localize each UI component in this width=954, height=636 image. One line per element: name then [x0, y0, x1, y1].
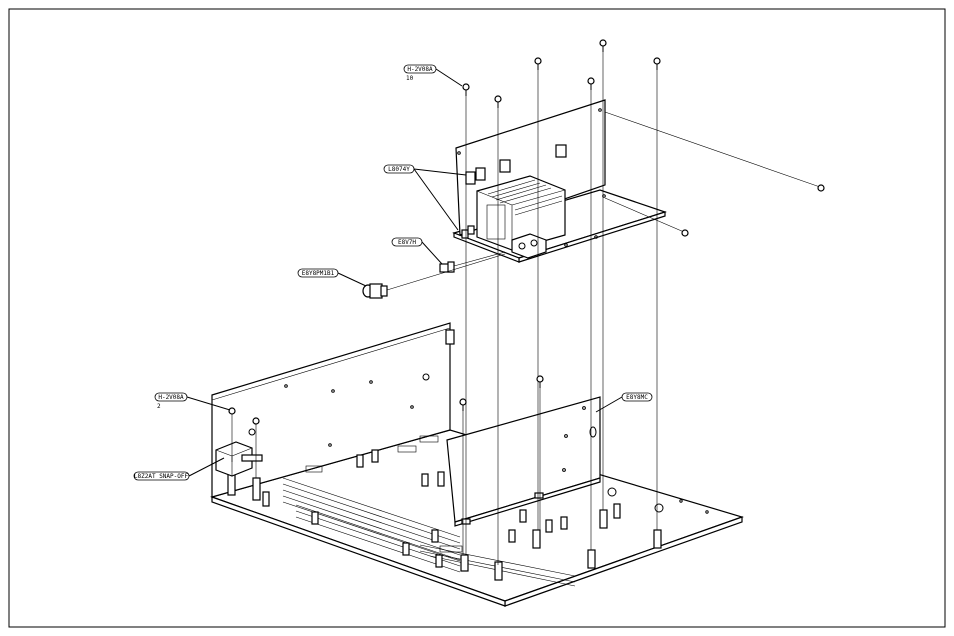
- drawing-frame: [8, 8, 946, 628]
- callout-screw-left: H-2V08A 2: [154, 392, 231, 411]
- callout-switch-label: E8V7H: [398, 239, 416, 246]
- callout-pcb-label: L8074Y: [388, 166, 410, 173]
- callout-shield-label: E8Y8MC: [626, 394, 648, 401]
- callout-screw-top-qty: 10: [406, 75, 414, 82]
- callout-screw-top: H-2V08A 10: [403, 64, 463, 87]
- bnc-connector: [362, 283, 388, 299]
- base-standoffs: [227, 449, 662, 581]
- callout-connector-label: E8Y8PM1B1: [302, 270, 335, 277]
- callout-socket: L8Z2AT SNAP-OFF: [133, 457, 225, 481]
- chassis-rear-wall: [211, 322, 451, 498]
- callout-shield: E8Y8MC: [595, 392, 653, 413]
- callout-connector: E8Y8PM1B1: [297, 268, 367, 287]
- callout-screw-left-label: H-2V08A: [158, 394, 184, 401]
- shield-plate: [446, 396, 601, 527]
- callout-switch: E8V7H: [391, 237, 443, 265]
- callout-socket-label: L8Z2AT SNAP-OFF: [134, 473, 189, 480]
- assembly-lines: [231, 46, 821, 565]
- snap-off-socket: [215, 441, 263, 477]
- callout-screw-top-label: H-2V08A: [407, 66, 433, 73]
- transformer: [476, 175, 566, 251]
- relay: [511, 233, 547, 259]
- screws: [228, 39, 825, 425]
- callout-pcb: L8074Y: [383, 164, 467, 231]
- callout-screw-left-qty: 2: [157, 403, 161, 410]
